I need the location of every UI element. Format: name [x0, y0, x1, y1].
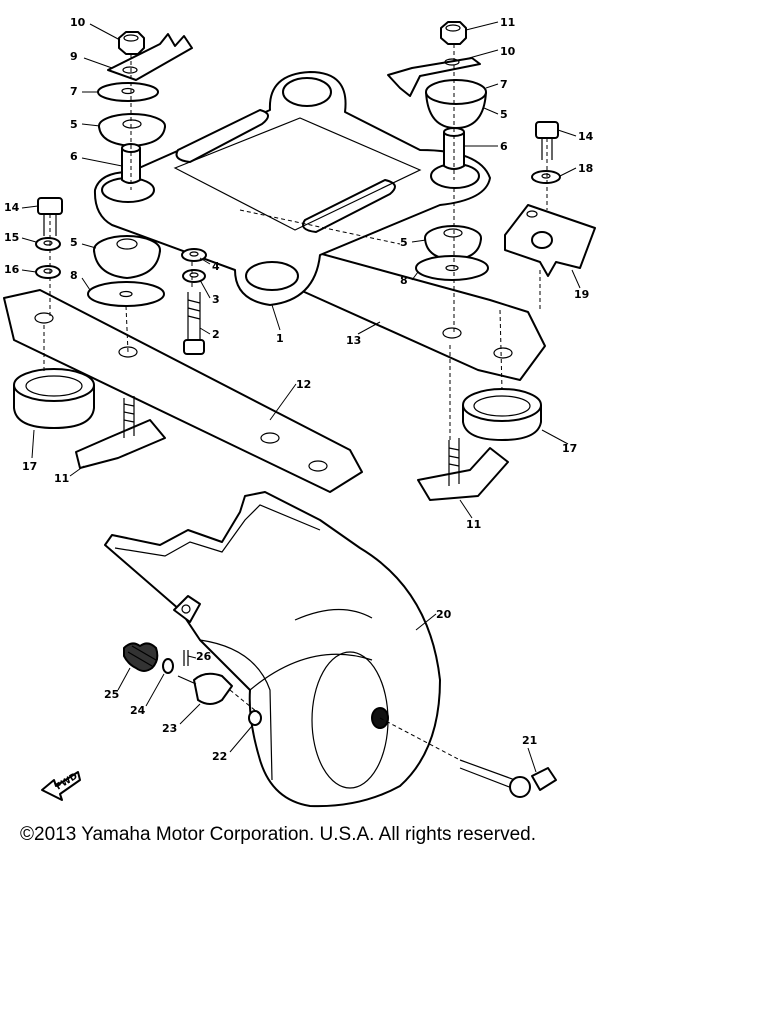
grommet-22	[248, 710, 262, 726]
assembly-lines	[43, 44, 548, 761]
callout-8-left: 8	[70, 269, 78, 282]
callout-24: 24	[130, 704, 146, 717]
callout-6-left: 6	[70, 150, 78, 163]
callout-9-right: 10	[500, 45, 516, 58]
rubber-mount-upper-right	[425, 79, 487, 129]
rubber-ring-17-left	[13, 368, 95, 429]
bolt-21	[459, 759, 557, 798]
frame-bracket-1	[93, 71, 491, 306]
plate-12	[3, 289, 363, 493]
air-cleaner-case-20	[104, 491, 441, 808]
knob-23	[177, 672, 233, 705]
rubber-mount-lower-right	[424, 225, 482, 261]
washer-15	[35, 237, 61, 251]
collar-6-left	[121, 143, 141, 184]
washer-16-left	[35, 265, 61, 279]
callout-22: 22	[212, 750, 227, 763]
washer-8-right	[415, 255, 489, 281]
callout-2: 2	[212, 328, 220, 341]
callout-17-left: 17	[22, 460, 37, 473]
callout-10-left: 10	[70, 16, 86, 29]
callout-19: 19	[574, 288, 589, 301]
callout-7-right: 7	[500, 78, 508, 91]
callout-5-lower-left: 5	[70, 236, 78, 249]
callout-5-upper-right: 5	[500, 108, 508, 121]
nut-10-right	[440, 21, 467, 45]
bolt-14-right	[535, 121, 559, 160]
callout-7-left: 7	[70, 85, 78, 98]
washer-24	[162, 658, 174, 674]
callout-11-left-label: 11	[54, 472, 69, 485]
callout-13: 13	[346, 334, 361, 347]
washer-7-left	[97, 82, 159, 102]
callout-25: 25	[104, 688, 119, 701]
washer-8-left	[87, 281, 165, 307]
copyright-notice: ©2013 Yamaha Motor Corporation. U.S.A. A…	[20, 824, 536, 845]
callout-5-lower-right: 5	[400, 236, 408, 249]
callout-6-right: 6	[500, 140, 508, 153]
fwd-direction-arrow: FWD	[41, 771, 81, 801]
spring-25	[123, 642, 159, 672]
callout-17-right: 17	[562, 442, 577, 455]
callout-11-right: 11	[466, 518, 481, 531]
callout-14-left: 14	[4, 201, 20, 214]
stud-plate-11-right	[417, 438, 509, 501]
collar-6-right	[443, 127, 465, 170]
bracket-19	[504, 204, 596, 277]
callout-3: 3	[212, 293, 220, 306]
rubber-mount-lower-left	[93, 235, 161, 279]
callout-10-right: 11	[500, 16, 515, 29]
callout-18: 18	[578, 162, 593, 175]
rubber-ring-17-right	[462, 388, 542, 441]
nut-10-left	[118, 31, 145, 55]
washer-18	[531, 170, 561, 184]
callout-4: 4	[212, 260, 220, 273]
bracket-9-left	[107, 33, 193, 81]
rubber-mount-upper-left	[98, 113, 166, 147]
callout-1: 1	[276, 332, 284, 345]
callout-23: 23	[162, 722, 177, 735]
callout-labels: 10 9 7 5 6 14 15 16 5 8 4 3 2 1 11 10 7 …	[4, 16, 594, 763]
stud-plate-11-left	[75, 396, 166, 469]
callout-16-left: 16	[4, 263, 20, 276]
leader-lines	[21, 21, 581, 773]
washer-3	[182, 269, 206, 283]
callout-12: 12	[296, 378, 311, 391]
plate-13	[299, 247, 546, 381]
callout-5-upper-left: 5	[70, 118, 78, 131]
clip-26	[183, 650, 189, 666]
callout-14-right: 14	[578, 130, 594, 143]
callout-9-left: 9	[70, 50, 78, 63]
bolt-2	[183, 292, 205, 355]
callout-20: 20	[436, 608, 452, 621]
callout-21: 21	[522, 734, 537, 747]
exploded-parts-diagram: FWD	[3, 16, 596, 808]
callout-26: 26	[196, 650, 212, 663]
bracket-9-right	[387, 57, 481, 97]
callout-8-right: 8	[400, 274, 408, 287]
callout-15: 15	[4, 231, 19, 244]
